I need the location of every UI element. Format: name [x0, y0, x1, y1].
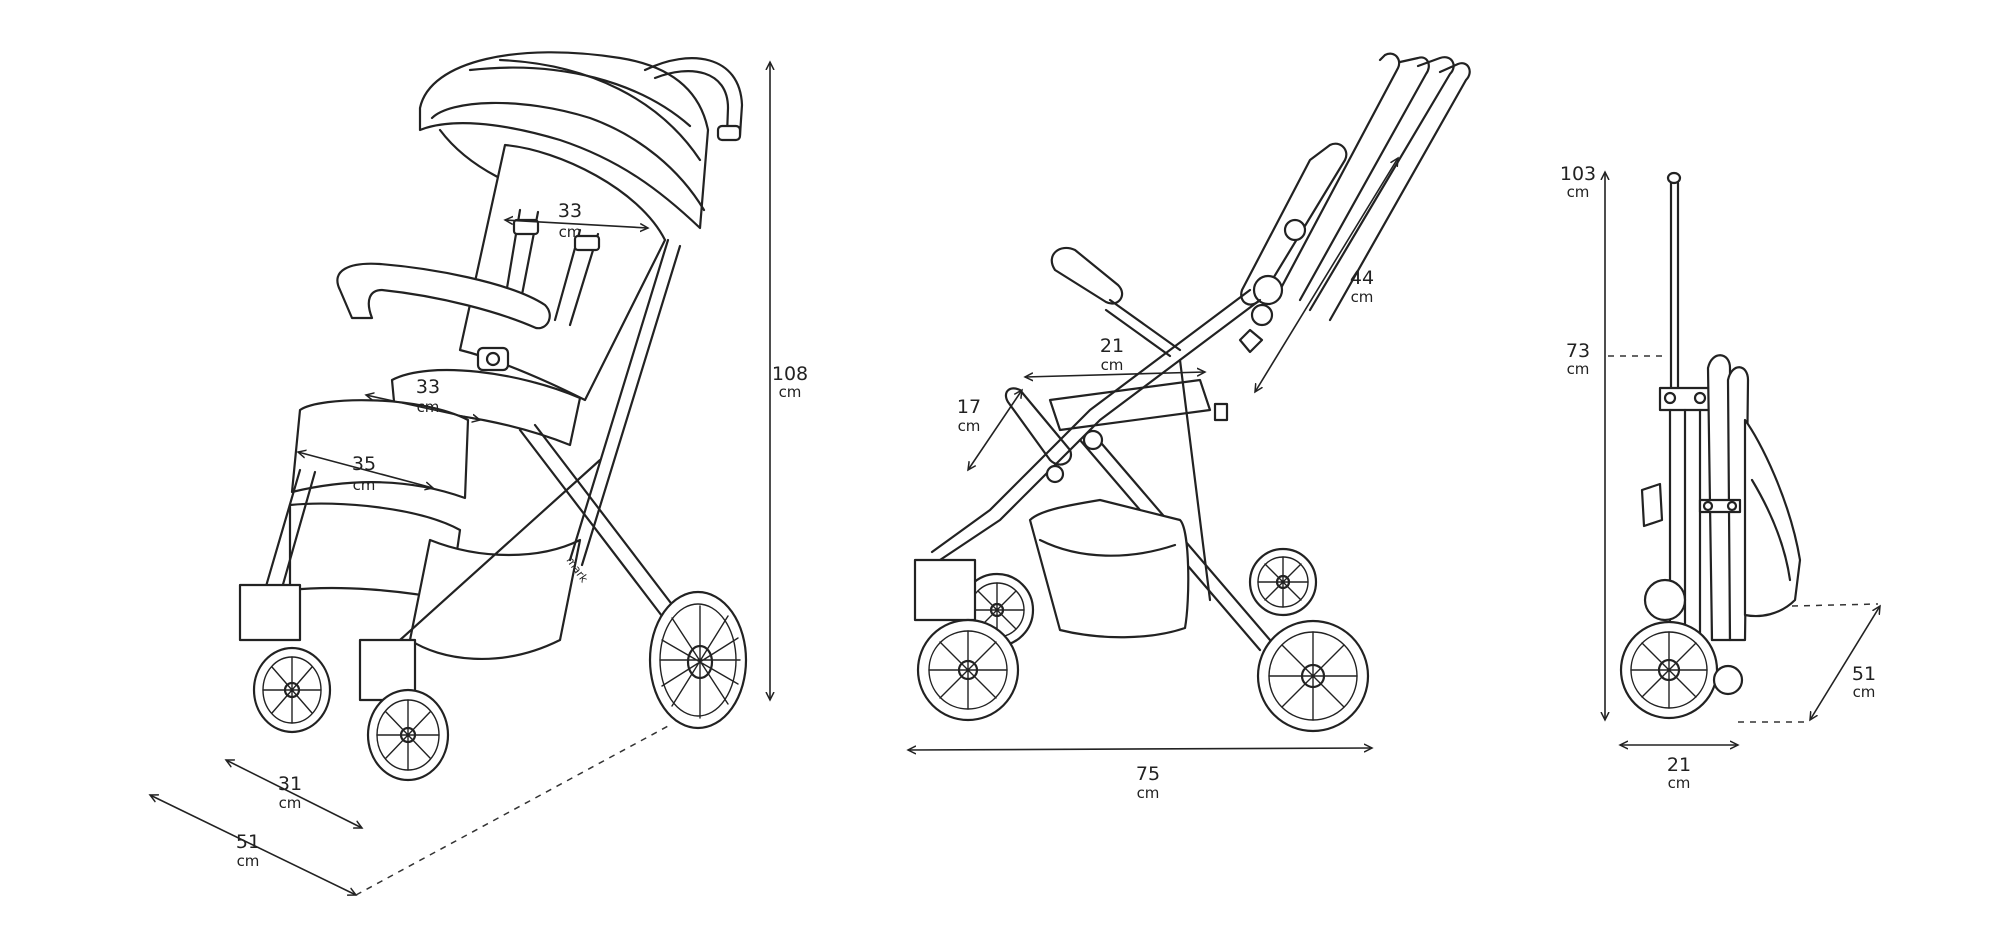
side-rear-upper-wheel: [1248, 547, 1318, 617]
folded-width-value: 21: [1667, 754, 1691, 776]
folded-depth-line: [1810, 606, 1880, 720]
length-line: [150, 795, 356, 895]
front-wheel-left: [238, 583, 332, 734]
footrest-width-value: 35: [352, 453, 376, 475]
seat-width-value: 33: [416, 376, 440, 398]
height-unit: cm: [779, 383, 802, 401]
folded-handle-height-unit: cm: [1567, 183, 1590, 201]
side-length-unit: cm: [1137, 784, 1160, 802]
footrest-length-value: 17: [957, 396, 981, 418]
seat-width-line: [366, 395, 480, 420]
folded-wheel: [1619, 620, 1719, 720]
folded-height-unit: cm: [1567, 360, 1590, 378]
backrest-height-line: [1255, 158, 1398, 392]
rear-wheel: [648, 590, 748, 730]
footrest-width-unit: cm: [353, 476, 376, 494]
perspective-view: mark 108 cm 33 cm: [150, 51, 808, 895]
seat-back-width-unit: cm: [559, 223, 582, 241]
backrest-height-value: 44: [1350, 267, 1374, 289]
side-length-value: 75: [1136, 763, 1160, 785]
seat-depth-line: [1025, 372, 1205, 377]
footrest-length-line: [968, 390, 1022, 470]
seat-depth-unit: cm: [1101, 356, 1124, 374]
wheel-track-unit: cm: [279, 794, 302, 812]
seat-back-width-line: [505, 220, 648, 228]
length-value: 51: [236, 831, 260, 853]
wheel-track-value: 31: [278, 773, 302, 795]
seat-width-unit: cm: [417, 398, 440, 416]
folded-depth-unit: cm: [1853, 683, 1876, 701]
side-length-line: [908, 748, 1372, 750]
side-front-wheel: [913, 558, 1020, 722]
front-wheel-right: [358, 638, 450, 782]
length-unit: cm: [237, 852, 260, 870]
folded-depth-value: 51: [1852, 663, 1876, 685]
side-view: 44 cm 21 cm 17 cm 75 cm: [908, 52, 1471, 802]
side-rear-wheel: [1256, 619, 1370, 733]
folded-handle-height-value: 103: [1560, 163, 1596, 185]
footrest-length-unit: cm: [958, 417, 981, 435]
folded-height-value: 73: [1566, 340, 1590, 362]
footrest-width-line: [298, 452, 433, 488]
seat-depth-value: 21: [1100, 335, 1124, 357]
folded-width-unit: cm: [1668, 774, 1691, 792]
folded-view: 103 cm 73 cm 21 cm 51 cm: [1560, 163, 1880, 792]
seat-back-width-value: 33: [558, 200, 582, 222]
height-value: 108: [772, 363, 808, 385]
backrest-height-unit: cm: [1351, 288, 1374, 306]
